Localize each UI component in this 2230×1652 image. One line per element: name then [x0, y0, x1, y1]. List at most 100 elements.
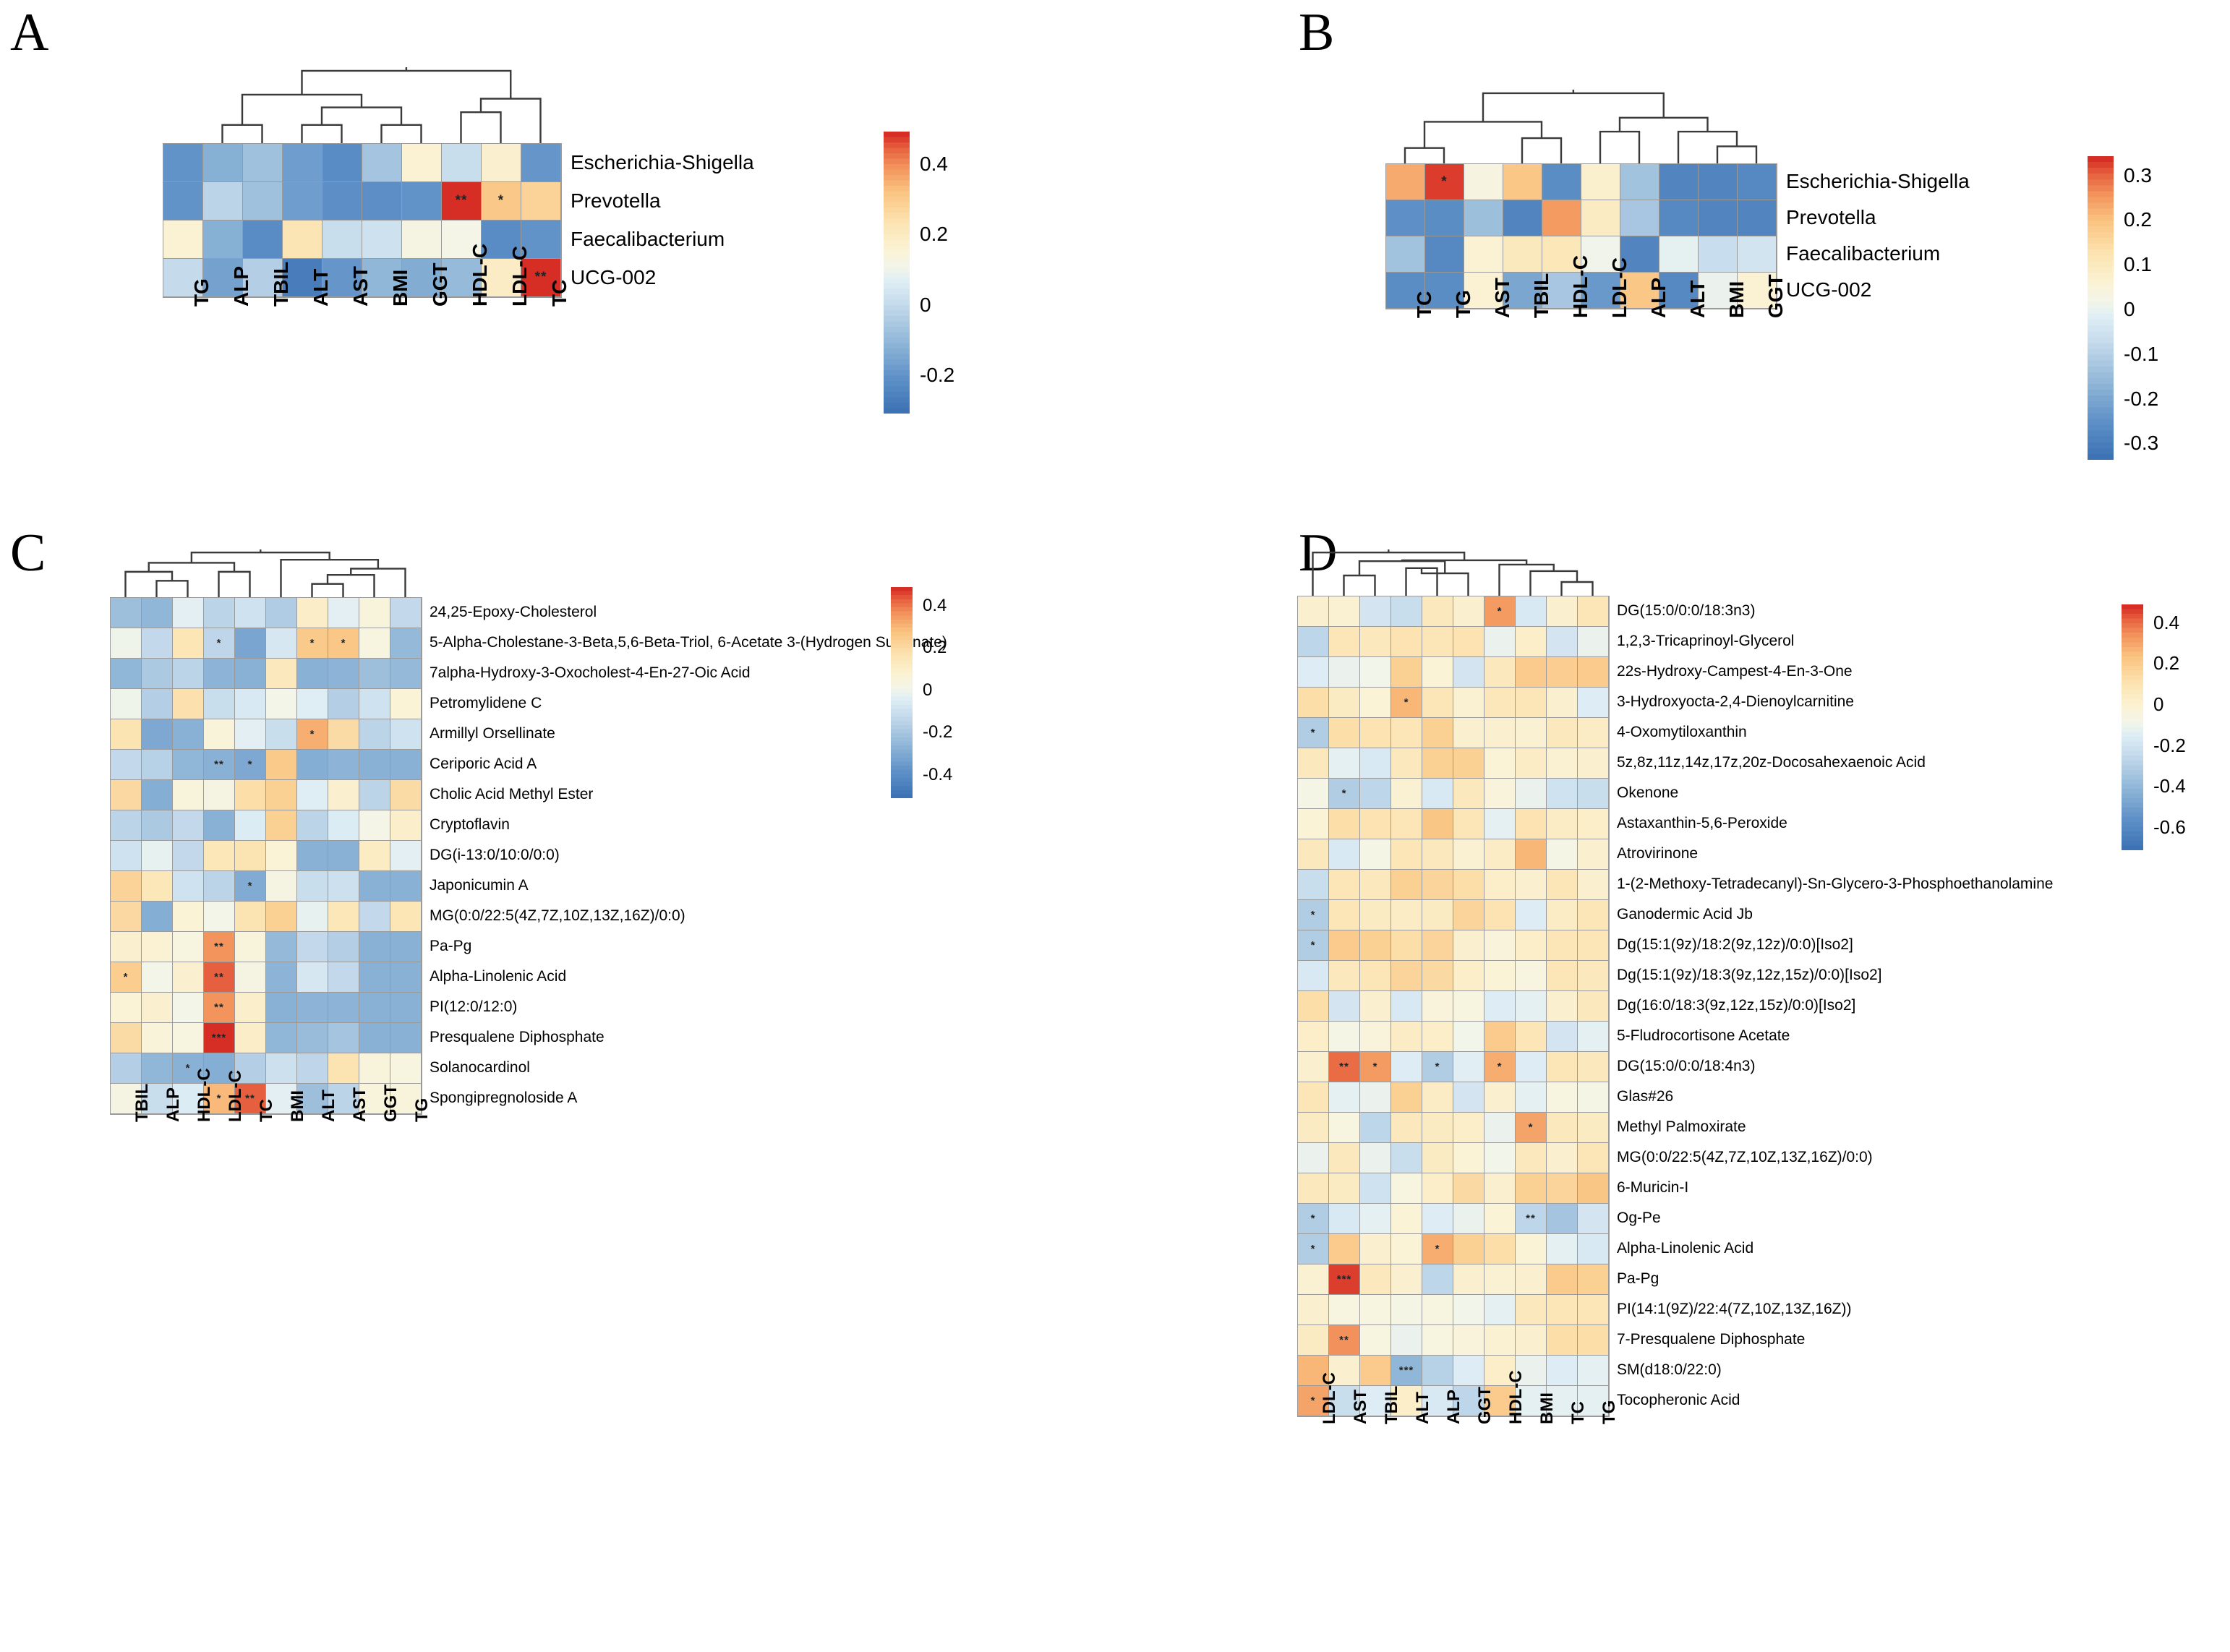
significance-marker: **: [1339, 1061, 1349, 1073]
heatmap-cell: [1578, 900, 1609, 930]
dendrogram: [1312, 549, 1594, 596]
dendrogram-link: [221, 124, 263, 143]
column-label: HDL-C: [1505, 1370, 1526, 1424]
heatmap-cell: [1329, 1386, 1360, 1416]
heatmap-cell: [1298, 688, 1329, 718]
heatmap-cell: [243, 182, 283, 221]
column-label: GGT: [380, 1084, 401, 1122]
heatmap-cell: [1453, 1295, 1484, 1325]
heatmap-cell: [1699, 200, 1738, 236]
dendrogram-link: [1358, 560, 1446, 575]
heatmap-cell: [266, 659, 297, 689]
significance-marker: *: [1441, 174, 1448, 189]
colorbar-tick-label: -0.2: [923, 722, 953, 742]
colorbar-tick-label: 0: [2124, 298, 2135, 321]
heatmap-cell: **: [204, 750, 235, 780]
column-label: TBIL: [1381, 1385, 1401, 1424]
heatmap-cell: [1360, 930, 1391, 961]
column-label: TG: [190, 278, 213, 307]
heatmap-cell: [173, 689, 204, 719]
heatmap-cell: [1516, 870, 1547, 900]
heatmap-cell: [322, 144, 362, 182]
heatmap-cell: *: [1484, 1052, 1516, 1082]
heatmap-cell: [521, 144, 561, 182]
heatmap-cell: *: [1298, 1386, 1329, 1416]
significance-marker: *: [123, 971, 129, 983]
dendrogram-link: [1423, 121, 1543, 148]
heatmap-cell: [266, 1084, 297, 1114]
heatmap-cell: [1547, 930, 1578, 961]
heatmap-cell: [359, 689, 390, 719]
heatmap-cell: [204, 841, 235, 871]
heatmap-cell: [1542, 200, 1581, 236]
column-dendrogram: [1385, 90, 1776, 163]
heatmap-cell: [111, 659, 142, 689]
heatmap-cell: [1453, 718, 1484, 748]
heatmap-cell: [111, 871, 142, 902]
heatmap-cell: [266, 719, 297, 750]
heatmap-cell: [1699, 164, 1738, 200]
heatmap-cell: [1422, 596, 1453, 627]
heatmap-cell: [1547, 1022, 1578, 1052]
heatmap-cell: *: [173, 1053, 204, 1084]
heatmap-cell: [1360, 1204, 1391, 1234]
heatmap-cell: [235, 719, 266, 750]
heatmap-cell: [1298, 1173, 1329, 1204]
heatmap-cell: [204, 659, 235, 689]
heatmap-cell: [1453, 1082, 1484, 1113]
heatmap-cell: [1547, 1173, 1578, 1204]
heatmap-cell: [173, 750, 204, 780]
heatmap-cell: [1391, 1082, 1422, 1113]
dendrogram-link: [350, 568, 406, 597]
heatmap-cell: [1453, 1356, 1484, 1386]
heatmap-cell: [1516, 779, 1547, 809]
heatmap-grid: *****: [163, 143, 562, 298]
heatmap-cell: [111, 689, 142, 719]
heatmap-cell: [1547, 1295, 1578, 1325]
heatmap-cell: [1453, 748, 1484, 779]
heatmap-cell: *: [1484, 596, 1516, 627]
heatmap-cell: [1422, 930, 1453, 961]
heatmap-cell: [173, 1084, 204, 1114]
heatmap-cell: [362, 182, 402, 221]
heatmap-cell: [1578, 688, 1609, 718]
heatmap-cell: *: [235, 750, 266, 780]
row-label: 22s-Hydroxy-Campest-4-En-3-One: [1617, 663, 1853, 680]
row-label: 7alpha-Hydroxy-3-Oxocholest-4-En-27-Oic …: [430, 664, 751, 681]
heatmap-cell: [1699, 273, 1738, 309]
significance-marker: *: [1310, 1243, 1316, 1255]
heatmap-cell: [390, 780, 422, 810]
heatmap-cell: [1516, 839, 1547, 870]
heatmap-cell: [1516, 900, 1547, 930]
heatmap-cell: [1516, 657, 1547, 688]
heatmap-cell: ***: [1329, 1264, 1360, 1295]
heatmap-cell: [297, 810, 328, 841]
heatmap-cell: [1298, 991, 1329, 1022]
heatmap-cell: [1578, 657, 1609, 688]
heatmap-cell: [1329, 718, 1360, 748]
heatmap-cell: *: [1391, 688, 1422, 718]
heatmap-cell: [1581, 200, 1620, 236]
heatmap-cell: [1360, 839, 1391, 870]
heatmap-cell: [111, 780, 142, 810]
heatmap-cell: *: [297, 628, 328, 659]
heatmap-cell: [142, 750, 173, 780]
heatmap-cell: [1547, 779, 1578, 809]
column-label: TC: [1412, 291, 1435, 318]
heatmap-cell: [1578, 991, 1609, 1022]
significance-marker: *: [185, 1062, 191, 1074]
heatmap-cell: [142, 689, 173, 719]
dendrogram: [1404, 90, 1758, 163]
heatmap-cell: [1391, 900, 1422, 930]
heatmap-cell: [1547, 809, 1578, 839]
heatmap-cell: [235, 841, 266, 871]
row-label: Alpha-Linolenic Acid: [1617, 1240, 1754, 1257]
dendrogram-link: [301, 124, 343, 143]
significance-marker: *: [1372, 1061, 1378, 1073]
heatmap-cell: [1391, 1264, 1422, 1295]
heatmap-cell: [1578, 870, 1609, 900]
heatmap-cell: [283, 259, 322, 297]
dendrogram-link: [479, 98, 542, 143]
heatmap-cell: [297, 598, 328, 628]
